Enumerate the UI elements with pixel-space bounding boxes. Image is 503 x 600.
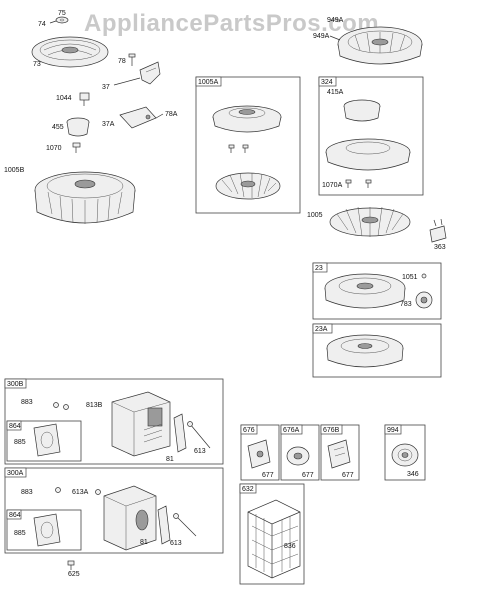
kit-box-864-b [6, 420, 82, 462]
callout-73: 73 [33, 61, 41, 68]
part-415A-cup[interactable] [343, 99, 381, 122]
callout-613A: 613A [72, 489, 89, 496]
callout-883-a: 883 [21, 489, 33, 496]
callout-613-a: 613 [170, 540, 182, 547]
part-1005-fan[interactable] [329, 206, 411, 237]
callout-949A: 949A [313, 33, 330, 40]
callout-300A: 300A [7, 470, 24, 477]
callout-676A: 676A [283, 427, 300, 434]
callout-81-a: 81 [140, 539, 148, 546]
part-1044-nut[interactable] [79, 92, 90, 106]
callout-676: 676 [243, 427, 255, 434]
part-300B-muffler[interactable] [111, 391, 171, 457]
callout-1044: 1044 [56, 95, 72, 102]
callout-1070: 1070 [46, 145, 62, 152]
callout-864-b: 864 [9, 423, 21, 430]
callout-300B: 300B [7, 381, 24, 388]
callout-74: 74 [38, 21, 46, 28]
part-1005A-cover[interactable] [212, 105, 282, 133]
callout-836: 836 [284, 543, 296, 550]
callout-1005B: 1005B [4, 167, 25, 174]
callout-1051: 1051 [402, 274, 418, 281]
callout-864-a: 864 [9, 512, 21, 519]
callout-676B: 676B [323, 427, 340, 434]
part-37-air-guide[interactable] [139, 61, 161, 85]
part-1005A-screws[interactable] [228, 144, 249, 153]
part-363-key[interactable] [429, 218, 447, 243]
part-1005A-fan[interactable] [215, 172, 281, 200]
callout-994: 994 [387, 427, 399, 434]
callout-75: 75 [58, 10, 66, 17]
callout-23A: 23A [315, 326, 328, 333]
part-676B-deflector[interactable] [327, 439, 351, 469]
part-994-spark-arrestor[interactable] [391, 443, 419, 467]
part-632-guard[interactable] [247, 499, 301, 579]
part-74-washer[interactable] [55, 16, 69, 24]
callout-677-2: 677 [302, 472, 314, 479]
callout-613-b: 613 [194, 448, 206, 455]
callout-677-1: 677 [262, 472, 274, 479]
callout-37: 37 [102, 84, 110, 91]
kit-box-300A [4, 467, 224, 554]
part-81-bracket-b[interactable] [173, 413, 187, 453]
kit-box-994 [384, 424, 426, 481]
part-1070-screw[interactable] [72, 142, 81, 153]
callout-813B: 813B [86, 402, 103, 409]
part-864-gasket-b[interactable] [33, 423, 61, 457]
part-455-cup[interactable] [66, 117, 90, 137]
callout-363: 363 [434, 244, 446, 251]
callout-81-b: 81 [166, 456, 174, 463]
callout-883-b: 883 [21, 399, 33, 406]
callout-949A-top: 949A [327, 17, 344, 24]
callout-677-3: 677 [342, 472, 354, 479]
part-23A-flywheel[interactable] [326, 334, 404, 368]
part-613-bolt-a[interactable] [173, 513, 197, 537]
callout-455: 455 [52, 124, 64, 131]
kit-box-23 [312, 262, 442, 320]
watermark: AppliancePartsPros.com [84, 10, 379, 37]
part-676-deflector[interactable] [247, 439, 271, 469]
part-613-bolt-b[interactable] [187, 421, 211, 449]
callout-78A: 78A [165, 111, 178, 118]
kit-box-1005A [195, 76, 301, 214]
part-783-gear[interactable] [415, 291, 433, 309]
kit-box-632 [239, 483, 305, 585]
callout-1005A: 1005A [198, 79, 219, 86]
callout-632: 632 [242, 486, 254, 493]
kit-box-676 [240, 424, 280, 481]
part-1070A-screws[interactable] [345, 179, 372, 188]
part-23-flywheel[interactable] [324, 273, 406, 309]
callout-415A: 415A [327, 89, 344, 96]
part-1005B-flywheel[interactable] [34, 171, 136, 224]
callout-1070A: 1070A [322, 182, 343, 189]
part-676A-deflector[interactable] [286, 446, 310, 466]
part-300A-muffler[interactable] [103, 485, 157, 551]
part-625-nut[interactable] [67, 560, 75, 570]
callout-885-b: 885 [14, 439, 26, 446]
part-324-drum[interactable] [325, 138, 411, 171]
callout-37A: 37A [102, 121, 115, 128]
part-81-bracket-a[interactable] [157, 505, 171, 545]
part-813B-screw[interactable] [53, 402, 69, 410]
callout-346: 346 [407, 471, 419, 478]
part-949A-screen[interactable] [337, 26, 423, 65]
part-78-screw[interactable] [128, 53, 136, 66]
callout-885-a: 885 [14, 530, 26, 537]
callout-23: 23 [315, 265, 323, 272]
callout-625: 625 [68, 571, 80, 578]
kit-box-23A [312, 323, 442, 378]
callout-783: 783 [400, 301, 412, 308]
callout-1005: 1005 [307, 212, 323, 219]
callout-324: 324 [321, 79, 333, 86]
part-37A-bracket[interactable] [119, 106, 157, 129]
callout-78: 78 [118, 58, 126, 65]
kit-box-300B [4, 378, 224, 465]
part-73-screen[interactable] [31, 36, 109, 68]
part-613A-screw[interactable] [55, 487, 101, 495]
kit-box-324 [318, 76, 424, 196]
kit-box-864-a [6, 509, 82, 551]
part-864-gasket-a[interactable] [33, 513, 61, 547]
